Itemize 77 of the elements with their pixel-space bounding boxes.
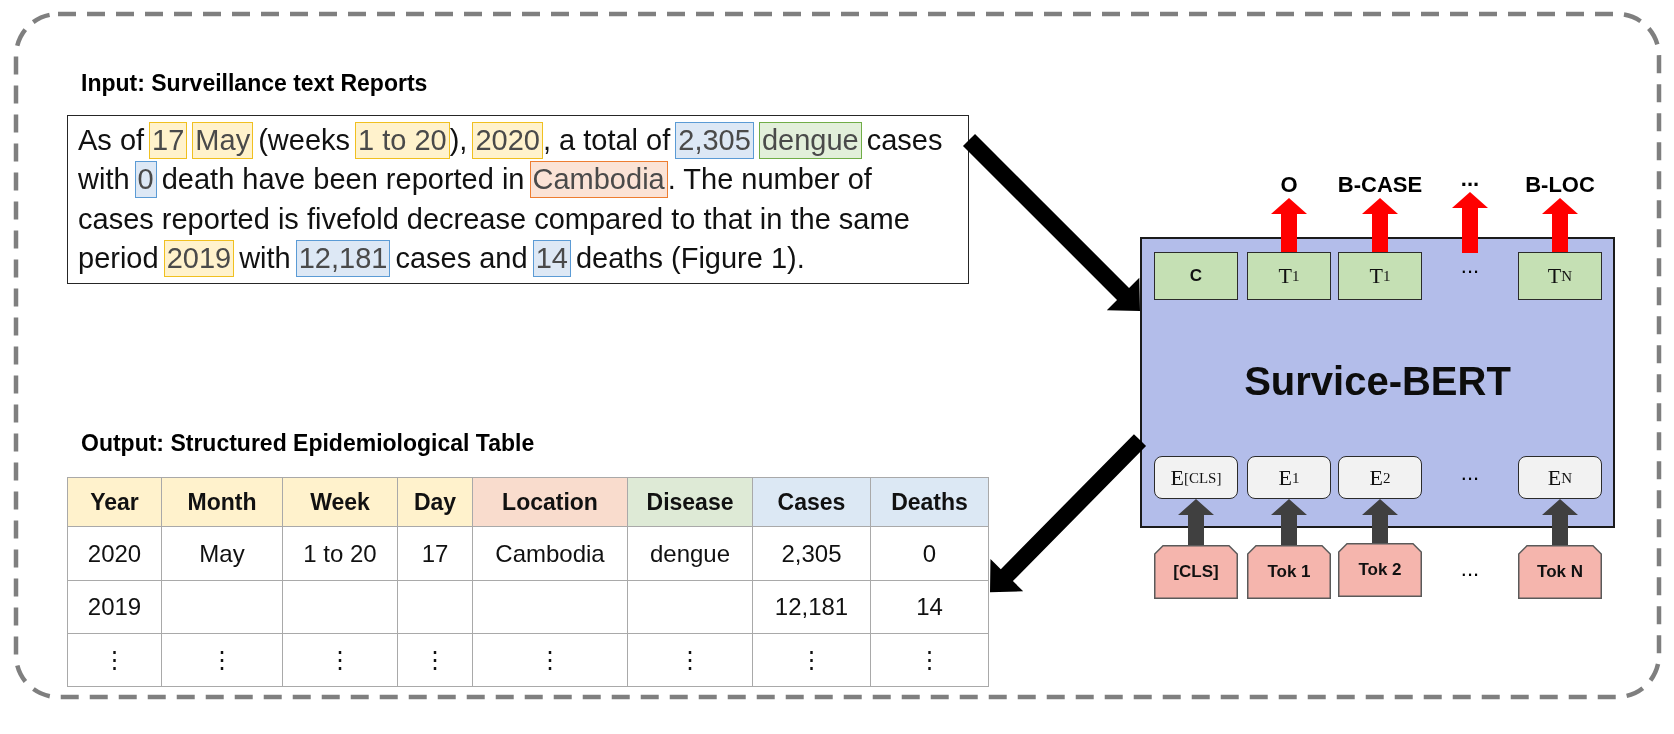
table-cell: ⋮ [871, 634, 989, 687]
output-tag-label: B-LOC [1525, 172, 1595, 198]
report-text: with [239, 242, 291, 276]
table-cell: 2020 [68, 527, 162, 581]
output-tag-label: O [1280, 172, 1298, 198]
ellipsis: ... [1460, 460, 1480, 486]
entity-highlight: dengue [758, 122, 862, 160]
table-cell: ⋮ [628, 634, 753, 687]
entity-highlight: 2020 [472, 122, 543, 160]
token-box: Tok 2 [1338, 543, 1422, 597]
token-box: Tok N [1518, 545, 1602, 599]
table-cell: ⋮ [283, 634, 398, 687]
header-cell: Deaths [871, 478, 989, 527]
arrow [1362, 499, 1398, 543]
table-cell: Cambodia [473, 527, 628, 581]
arrow [1178, 499, 1214, 545]
model-block [1140, 237, 1615, 528]
report-text: cases and [395, 242, 528, 276]
table-cell: 14 [871, 581, 989, 634]
section-heading: Output: Structured Epidemiological Table [81, 429, 535, 458]
report-text: , a total of [542, 124, 671, 158]
entity-highlight: 12,181 [295, 240, 391, 278]
header-cell: Day [398, 478, 473, 527]
report-text: cases [866, 124, 943, 158]
header-cell: Cases [753, 478, 871, 527]
arrow [1452, 192, 1488, 253]
report-text: period [78, 242, 159, 276]
table-cell: 2019 [68, 581, 162, 634]
header-cell: Year [68, 478, 162, 527]
table-cell: ⋮ [398, 634, 473, 687]
report-text: death have been reported in [161, 163, 525, 197]
table-cell: ⋮ [162, 634, 283, 687]
header-cell: Month [162, 478, 283, 527]
table-cell: ⋮ [753, 634, 871, 687]
ellipsis: ... [1460, 166, 1480, 192]
ellipsis: ... [1460, 253, 1480, 279]
report-text: . The number of [667, 163, 872, 197]
arrow [1362, 198, 1398, 252]
entity-highlight: Cambodia [529, 161, 668, 199]
entity-highlight: 0 [134, 161, 157, 199]
output-tag-label: B-CASE [1337, 172, 1423, 198]
arrow [963, 133, 1140, 311]
model-name: Survice-BERT [1244, 358, 1511, 405]
header-cell: Location [473, 478, 628, 527]
arrow [1542, 198, 1578, 252]
entity-highlight: 2019 [163, 240, 235, 278]
output-vector-box: C [1154, 252, 1238, 300]
arrow [1271, 198, 1307, 252]
report-text: (weeks [258, 124, 350, 158]
report-text: cases reported is fivefold decrease compared to that in the same [78, 202, 910, 236]
section-heading: Input: Surveillance text Reports [81, 69, 428, 98]
entity-highlight: 14 [532, 240, 571, 278]
table-cell: ⋮ [68, 634, 162, 687]
report-text: ), [449, 124, 468, 158]
token-box: [CLS] [1154, 545, 1238, 599]
table-cell: 1 to 20 [283, 527, 398, 581]
entity-highlight: 17 [149, 122, 188, 160]
entity-highlight: 2,305 [675, 122, 754, 160]
table-cell: 0 [871, 527, 989, 581]
entity-highlight: May [192, 122, 254, 160]
report-text: with [78, 163, 130, 197]
header-cell: Disease [628, 478, 753, 527]
report-text: deaths (Figure 1). [575, 242, 805, 276]
table-cell: 17 [398, 527, 473, 581]
arrow [1542, 499, 1578, 545]
entity-highlight: 1 to 20 [355, 122, 450, 160]
header-cell: Week [283, 478, 398, 527]
table-cell: 2,305 [753, 527, 871, 581]
arrow [1271, 499, 1307, 545]
table-cell: 12,181 [753, 581, 871, 634]
ellipsis: ... [1460, 556, 1480, 582]
table-cell: May [162, 527, 283, 581]
table-cell: dengue [628, 527, 753, 581]
table-cell: ⋮ [473, 634, 628, 687]
arrow [990, 434, 1147, 593]
report-text: As of [78, 124, 145, 158]
token-box: Tok 1 [1247, 545, 1331, 599]
